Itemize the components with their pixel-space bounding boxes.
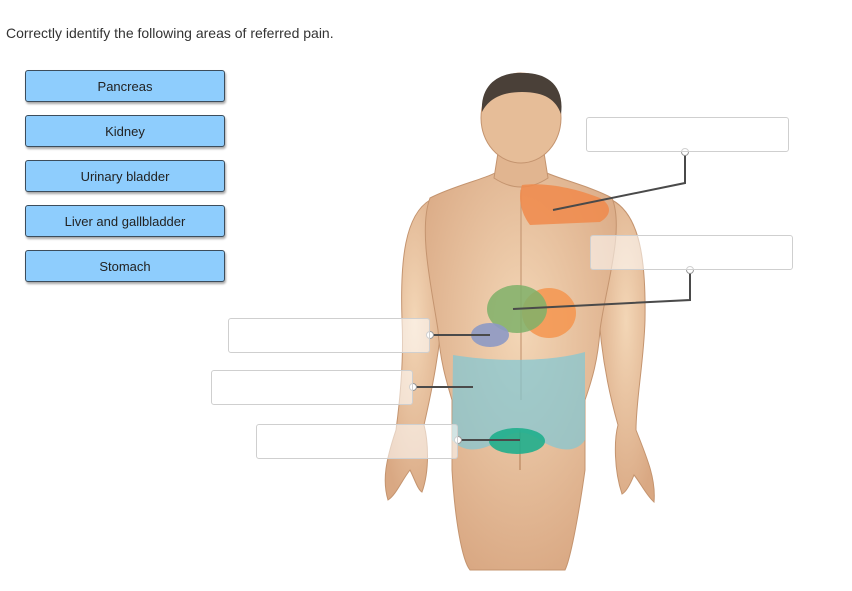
label-liver-gallbladder-button[interactable]: Liver and gallbladder bbox=[25, 205, 225, 237]
label-urinary-bladder-button[interactable]: Urinary bladder bbox=[25, 160, 225, 192]
shoulder-region bbox=[520, 184, 609, 225]
label-pancreas-button[interactable]: Pancreas bbox=[25, 70, 225, 102]
bladder-region bbox=[452, 352, 585, 450]
dropzone-kidney[interactable] bbox=[228, 318, 430, 353]
dropzone-bladder-area[interactable] bbox=[211, 370, 413, 405]
leader-lines bbox=[413, 152, 691, 441]
dropzone-lower-region[interactable] bbox=[256, 424, 458, 459]
dropzone-liver-stomach[interactable] bbox=[590, 235, 793, 270]
question-prompt: Correctly identify the following areas o… bbox=[6, 25, 334, 41]
dropzone-shoulder[interactable] bbox=[586, 117, 789, 152]
label-stomach-button[interactable]: Stomach bbox=[25, 250, 225, 282]
label-kidney-button[interactable]: Kidney bbox=[25, 115, 225, 147]
